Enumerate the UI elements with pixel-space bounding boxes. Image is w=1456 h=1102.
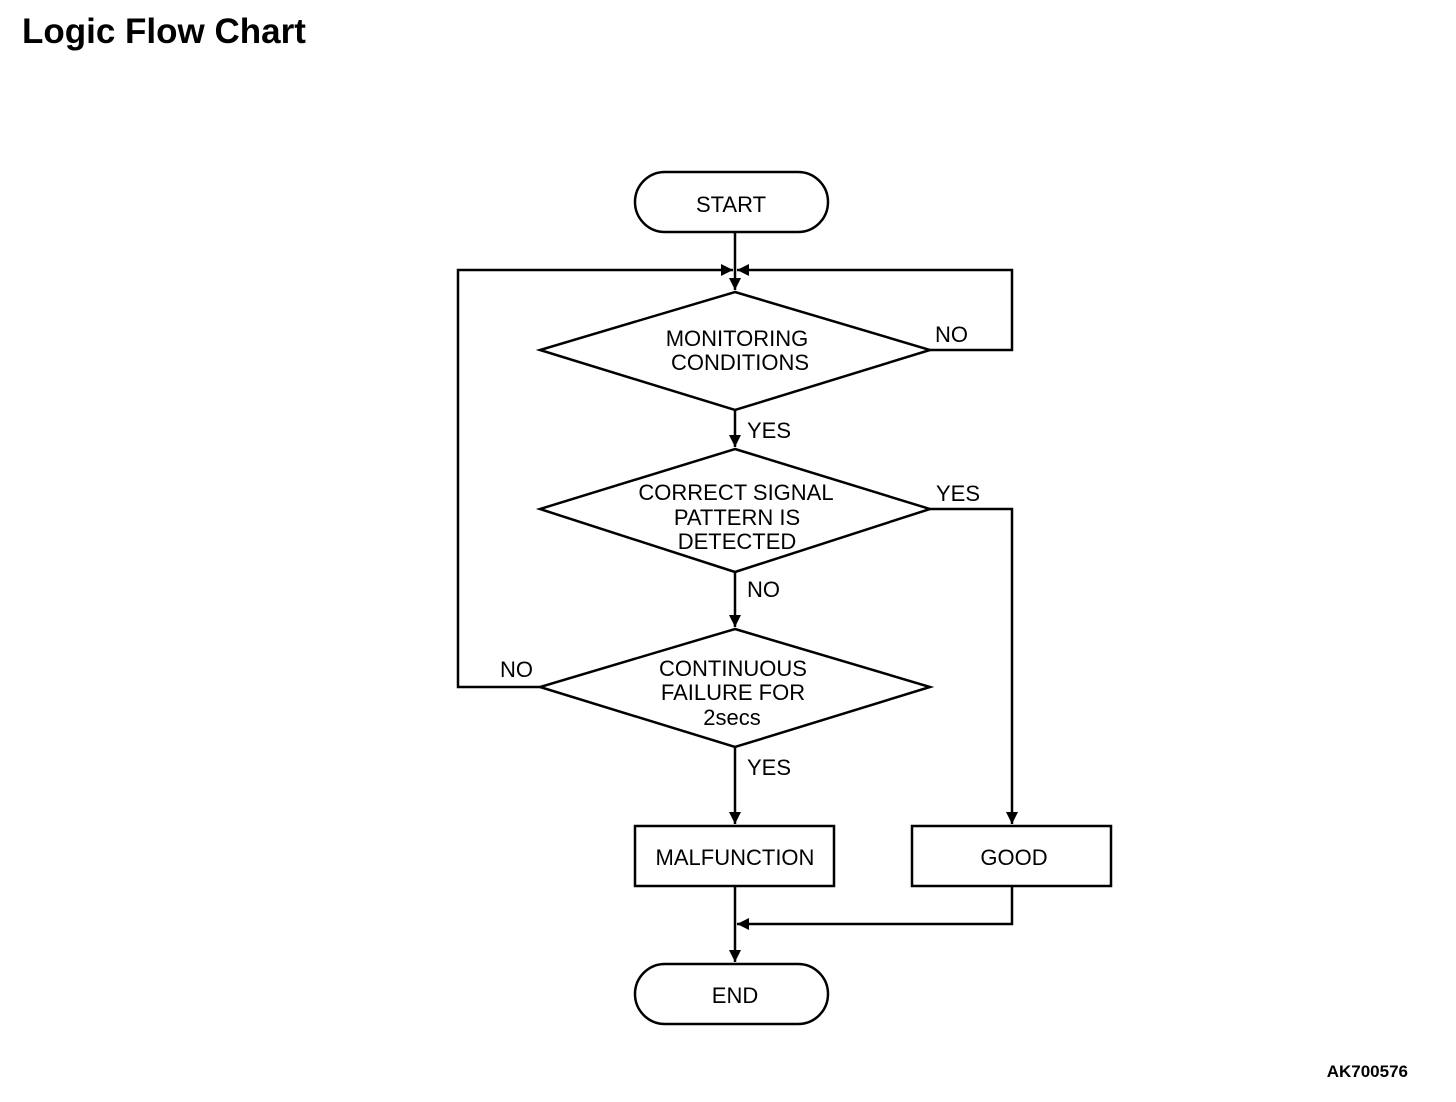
node-signal-label-line2: PATTERN IS xyxy=(674,505,800,530)
edge-label-failure-yes: YES xyxy=(747,755,791,780)
node-end xyxy=(633,962,830,1026)
edge-label-monitoring-yes: YES xyxy=(747,418,791,443)
edge-signal-yes xyxy=(930,507,1018,824)
node-failure-label-line2: FAILURE FOR xyxy=(661,680,805,705)
node-signal-label-line3: DETECTED xyxy=(678,529,797,554)
edge-failure-no-loop xyxy=(456,264,733,689)
edge-label-signal-no: NO xyxy=(747,577,780,602)
edge-label-monitoring-no: NO xyxy=(935,322,968,347)
node-monitoring-label-line2: CONDITIONS xyxy=(671,350,809,375)
figure-id: AK700576 xyxy=(1326,1062,1408,1081)
node-failure-label-line3: 2secs xyxy=(703,705,760,730)
node-start xyxy=(633,170,830,234)
edge-monitoring-no-loop xyxy=(737,264,1014,352)
node-signal-label-line1: CORRECT SIGNAL xyxy=(638,480,833,505)
page-title: Logic Flow Chart xyxy=(22,12,306,51)
node-continuous-failure xyxy=(535,627,935,749)
node-good-label: GOOD xyxy=(980,845,1047,870)
edge-label-signal-yes: YES xyxy=(936,481,980,506)
node-monitoring-conditions xyxy=(535,290,935,412)
node-end-label: END xyxy=(712,983,758,1008)
node-malfunction xyxy=(633,824,836,888)
edge-label-failure-no: NO xyxy=(500,657,533,682)
node-failure-label-line1: CONTINUOUS xyxy=(659,656,807,681)
node-malfunction-label: MALFUNCTION xyxy=(656,845,815,870)
edge-good-to-end xyxy=(737,886,1014,930)
node-monitoring-label-line1: MONITORING xyxy=(666,326,809,351)
node-correct-signal xyxy=(535,447,935,574)
node-start-label: START xyxy=(696,192,766,217)
node-good xyxy=(910,824,1113,888)
